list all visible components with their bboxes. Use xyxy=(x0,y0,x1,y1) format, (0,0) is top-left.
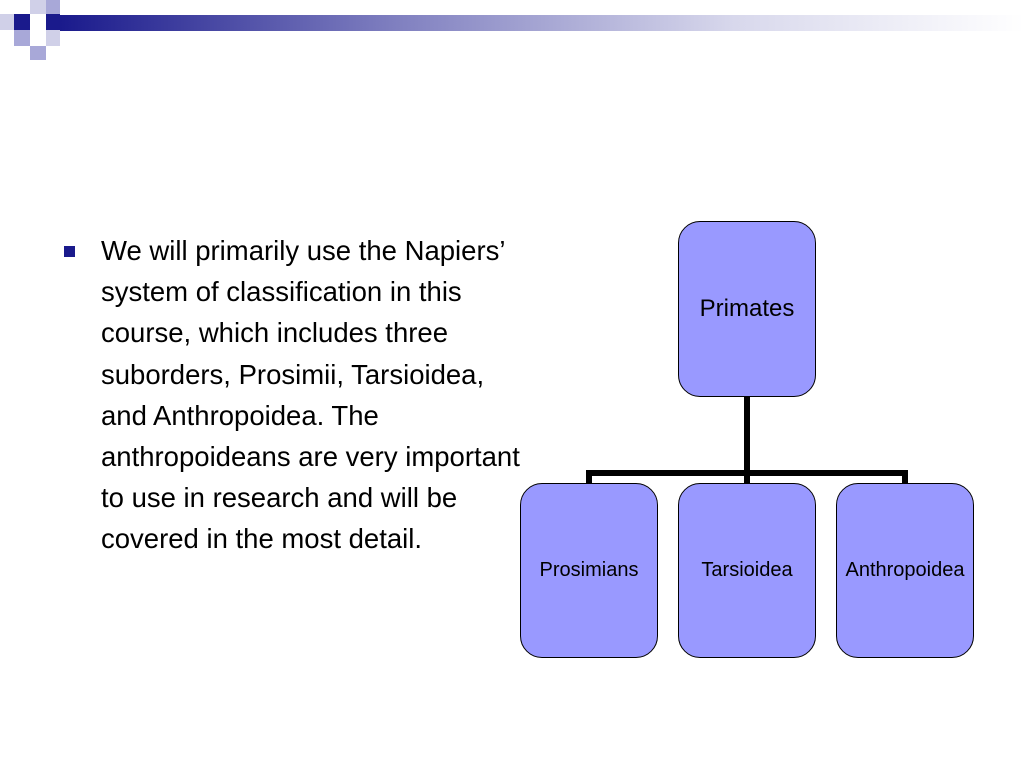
node-tarsioidea: Tarsioidea xyxy=(678,483,816,658)
node-primates: Primates xyxy=(678,221,816,397)
bullet-text: We will primarily use the Napiers’ syste… xyxy=(101,235,520,555)
header-decoration xyxy=(0,0,1024,70)
node-label: Tarsioidea xyxy=(701,559,793,581)
node-label: Prosimians xyxy=(539,559,639,581)
node-label: Anthropoidea xyxy=(845,559,965,581)
header-gradient-bar xyxy=(0,0,1024,60)
node-label: Primates xyxy=(699,295,795,322)
node-prosimians: Prosimians xyxy=(520,483,658,658)
bullet-square-icon xyxy=(64,246,75,257)
node-anthropoidea: Anthropoidea xyxy=(836,483,974,658)
